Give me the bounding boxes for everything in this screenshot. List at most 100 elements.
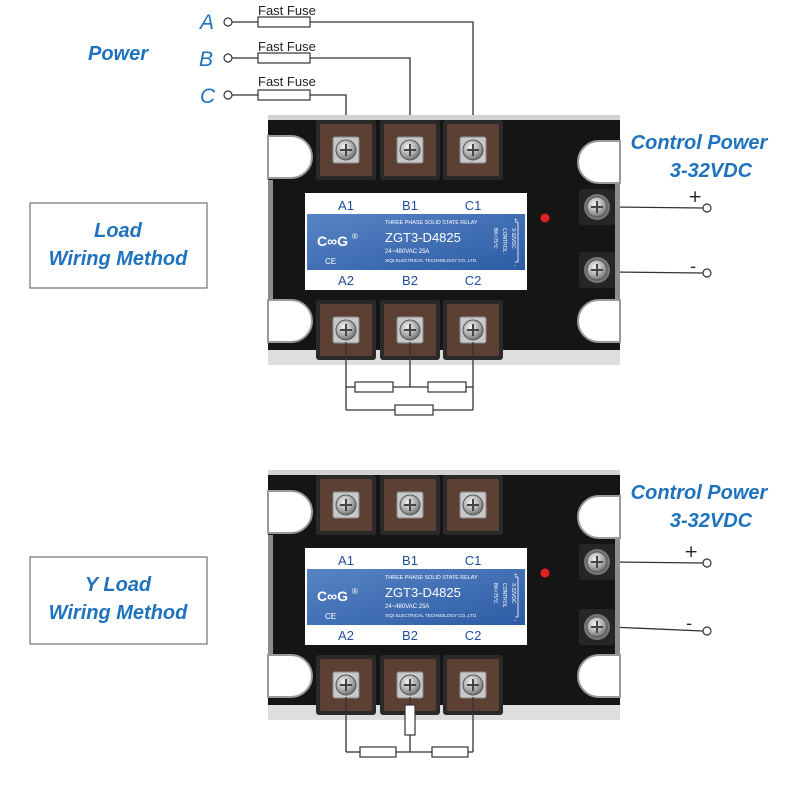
relay-label-bracket xyxy=(515,576,519,618)
control-power-top: Control Power 3-32VDC + - xyxy=(609,132,769,278)
registered-mark: ® xyxy=(352,587,358,596)
brand-logo: C∞G xyxy=(317,233,348,249)
wire xyxy=(609,561,704,564)
led-indicator-icon xyxy=(540,213,550,223)
phase-b-feed: B Fast Fuse xyxy=(199,39,411,138)
wire xyxy=(310,21,474,138)
control-terminal-plus xyxy=(579,189,615,225)
terminal-c2 xyxy=(443,300,503,360)
terminal-label-b1: B1 xyxy=(402,198,418,213)
wire xyxy=(609,206,704,209)
terminal-b2 xyxy=(380,655,440,715)
relay-label-minus: - xyxy=(514,618,516,624)
terminal-c1 xyxy=(443,120,503,180)
terminal-label-c2: C2 xyxy=(465,628,482,643)
terminal-a2 xyxy=(316,300,376,360)
mounting-notch xyxy=(577,299,621,343)
power-label: Power xyxy=(88,43,149,65)
terminal-label-c2: C2 xyxy=(465,273,482,288)
fuse-label: Fast Fuse xyxy=(258,74,316,89)
mounting-notch xyxy=(577,654,621,698)
control-minus-sign: - xyxy=(686,614,692,634)
resistor-icon xyxy=(359,746,397,758)
terminal-a1 xyxy=(316,120,376,180)
relay-top: A1 B1 C1 A2 B2 C2 C∞G ® CE THREE PHASE S… xyxy=(267,115,621,365)
relay-temperature: BK<75℃ xyxy=(492,583,498,604)
delta-load-wiring xyxy=(345,342,474,416)
relay-rating: 24~480VAC 25A xyxy=(385,249,429,255)
relay-control-caption: CONTROL xyxy=(501,228,507,253)
control-power-voltage: 3-32VDC xyxy=(670,510,753,532)
control-plus-sign: + xyxy=(688,187,702,207)
wire-end-terminal-icon xyxy=(223,17,233,27)
load-method-line-1: Load xyxy=(94,220,143,242)
relay-bottom: A1 B1 C1 A2 B2 C2 C∞G ® CE THREE PHASE S… xyxy=(267,470,621,720)
terminal-label-a1: A1 xyxy=(338,553,354,568)
control-minus-sign: - xyxy=(690,257,696,277)
terminal-label-a1: A1 xyxy=(338,198,354,213)
relay-control-voltage: 3-32VDC xyxy=(510,228,516,249)
resistor-icon xyxy=(354,381,394,393)
mounting-notch xyxy=(577,495,621,539)
mounting-notch xyxy=(267,490,313,534)
terminal-label-b2: B2 xyxy=(402,273,418,288)
terminal-a2 xyxy=(316,655,376,715)
terminal-b2 xyxy=(380,300,440,360)
y-load-method-line-2: Wiring Method xyxy=(49,602,188,624)
mounting-notch xyxy=(577,140,621,184)
relay-label-minus: - xyxy=(514,263,516,269)
control-terminal-minus xyxy=(579,609,615,645)
registered-mark: ® xyxy=(352,232,358,241)
relay-label-plus: + xyxy=(514,573,518,579)
terminal-label-c1: C1 xyxy=(465,553,482,568)
control-plus-sign: + xyxy=(684,542,698,562)
relay-rating: 24~480VAC 25A xyxy=(385,604,429,610)
brand-logo: C∞G xyxy=(317,588,348,604)
terminal-label-a2: A2 xyxy=(338,628,354,643)
fuse-icon xyxy=(257,89,311,101)
phase-letter-c: C xyxy=(200,85,216,108)
wire-end-terminal-icon xyxy=(702,268,712,278)
relay-label-panel: A1 B1 C1 A2 B2 C2 C∞G ® CE THREE PHASE S… xyxy=(305,548,527,645)
wire-end-terminal-icon xyxy=(223,90,233,100)
mounting-notch xyxy=(267,135,313,179)
load-method-box: Load Wiring Method xyxy=(29,202,208,289)
relay-left-edge xyxy=(268,535,273,657)
y-load-method-line-1: Y Load xyxy=(85,574,152,596)
relay-label-bracket xyxy=(515,221,519,263)
relay-model: ZGT3-D4825 xyxy=(385,230,461,245)
relay-control-voltage: 3-32VDC xyxy=(510,583,516,604)
control-power-voltage: 3-32VDC xyxy=(670,160,753,182)
wire-end-terminal-icon xyxy=(702,558,712,568)
wire-end-terminal-icon xyxy=(223,53,233,63)
terminal-b1 xyxy=(380,475,440,535)
resistor-icon xyxy=(427,381,467,393)
resistor-icon xyxy=(431,746,469,758)
relay-model: ZGT3-D4825 xyxy=(385,585,461,600)
control-terminal-minus xyxy=(579,252,615,288)
y-load-method-box: Y Load Wiring Method xyxy=(29,556,208,645)
control-power-title: Control Power xyxy=(631,132,769,154)
relay-control-caption: CONTROL xyxy=(501,583,507,608)
relay-cover-top-edge xyxy=(268,470,620,475)
fuse-label: Fast Fuse xyxy=(258,3,316,18)
terminal-label-b2: B2 xyxy=(402,628,418,643)
terminal-c1 xyxy=(443,475,503,535)
control-power-bottom: Control Power 3-32VDC + - xyxy=(609,482,769,636)
terminal-label-a2: A2 xyxy=(338,273,354,288)
terminal-a1 xyxy=(316,475,376,535)
phase-letter-b: B xyxy=(199,48,213,71)
terminal-b1 xyxy=(380,120,440,180)
fuse-icon xyxy=(257,16,311,28)
relay-title: THREE PHASE SOLID STATE RELAY xyxy=(385,575,478,581)
led-indicator-icon xyxy=(540,568,550,578)
relay-right-edge xyxy=(615,180,620,302)
wire-end-terminal-icon xyxy=(702,626,712,636)
phase-a-feed: A Fast Fuse xyxy=(198,3,474,138)
relay-temperature: BK<75℃ xyxy=(492,228,498,249)
terminal-label-c1: C1 xyxy=(465,198,482,213)
relay-cover-top-edge xyxy=(268,115,620,120)
resistor-icon xyxy=(394,404,434,416)
mounting-notch xyxy=(267,299,313,343)
